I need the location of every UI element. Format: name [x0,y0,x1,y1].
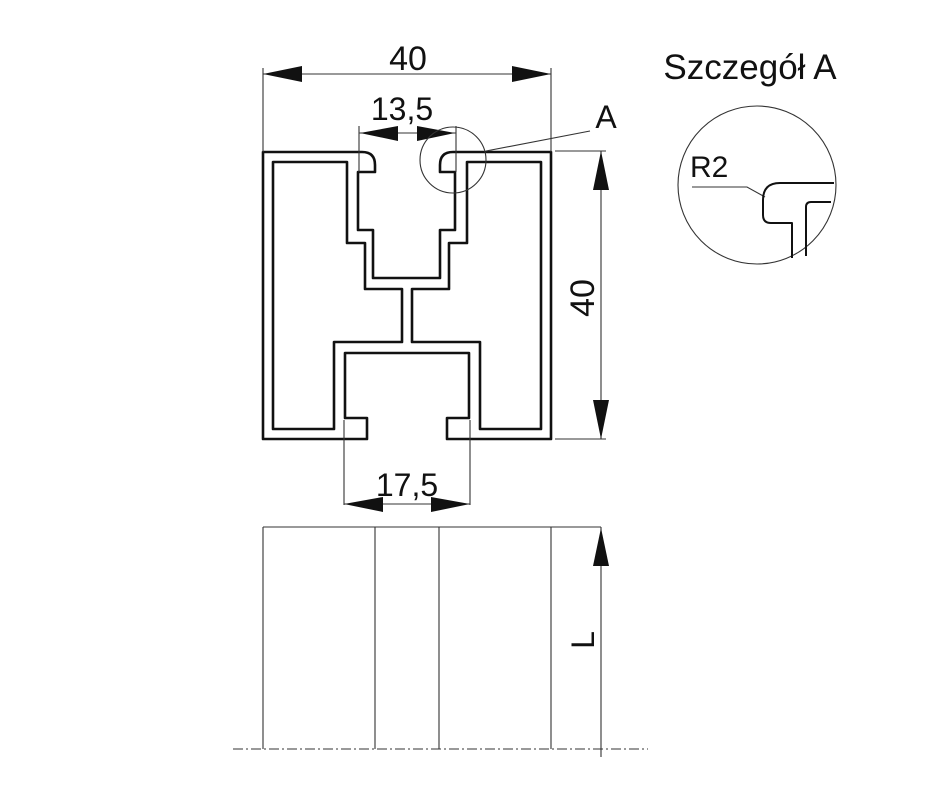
height-label: 40 [564,279,602,317]
dimension-top-slot: 13,5 [358,91,457,172]
length-label: L [565,631,601,649]
width-label: 40 [389,40,427,78]
profile-left-cavity [271,160,404,431]
dimension-height: 40 [555,150,609,440]
arrowhead [512,66,551,82]
bottom-slot-label: 17,5 [376,467,438,503]
dimension-bottom-slot: 17,5 [343,420,471,512]
arrowhead [593,528,609,566]
detail-title: Szczegół A [663,48,837,87]
arrowhead [593,400,609,439]
profile-right-cavity [410,160,543,431]
arrowhead [431,497,470,512]
detail-wall-contour [805,201,831,256]
dimension-width: 40 [262,40,552,152]
profile-outer-contour [261,150,553,441]
arrowhead [593,151,609,190]
detail-marker-label: A [595,99,617,135]
detail-a-marker: A [419,99,617,194]
profile-cross-section [261,150,553,441]
radius-label: R2 [690,151,728,184]
top-slot-label: 13,5 [371,91,433,127]
detail-lip-contour [762,182,834,258]
arrowhead [344,497,383,512]
arrowhead [360,126,398,141]
arrowhead [417,126,455,141]
arrowhead [263,66,302,82]
detail-view: Szczegół A R2 [663,48,837,265]
side-view: L [233,526,648,757]
